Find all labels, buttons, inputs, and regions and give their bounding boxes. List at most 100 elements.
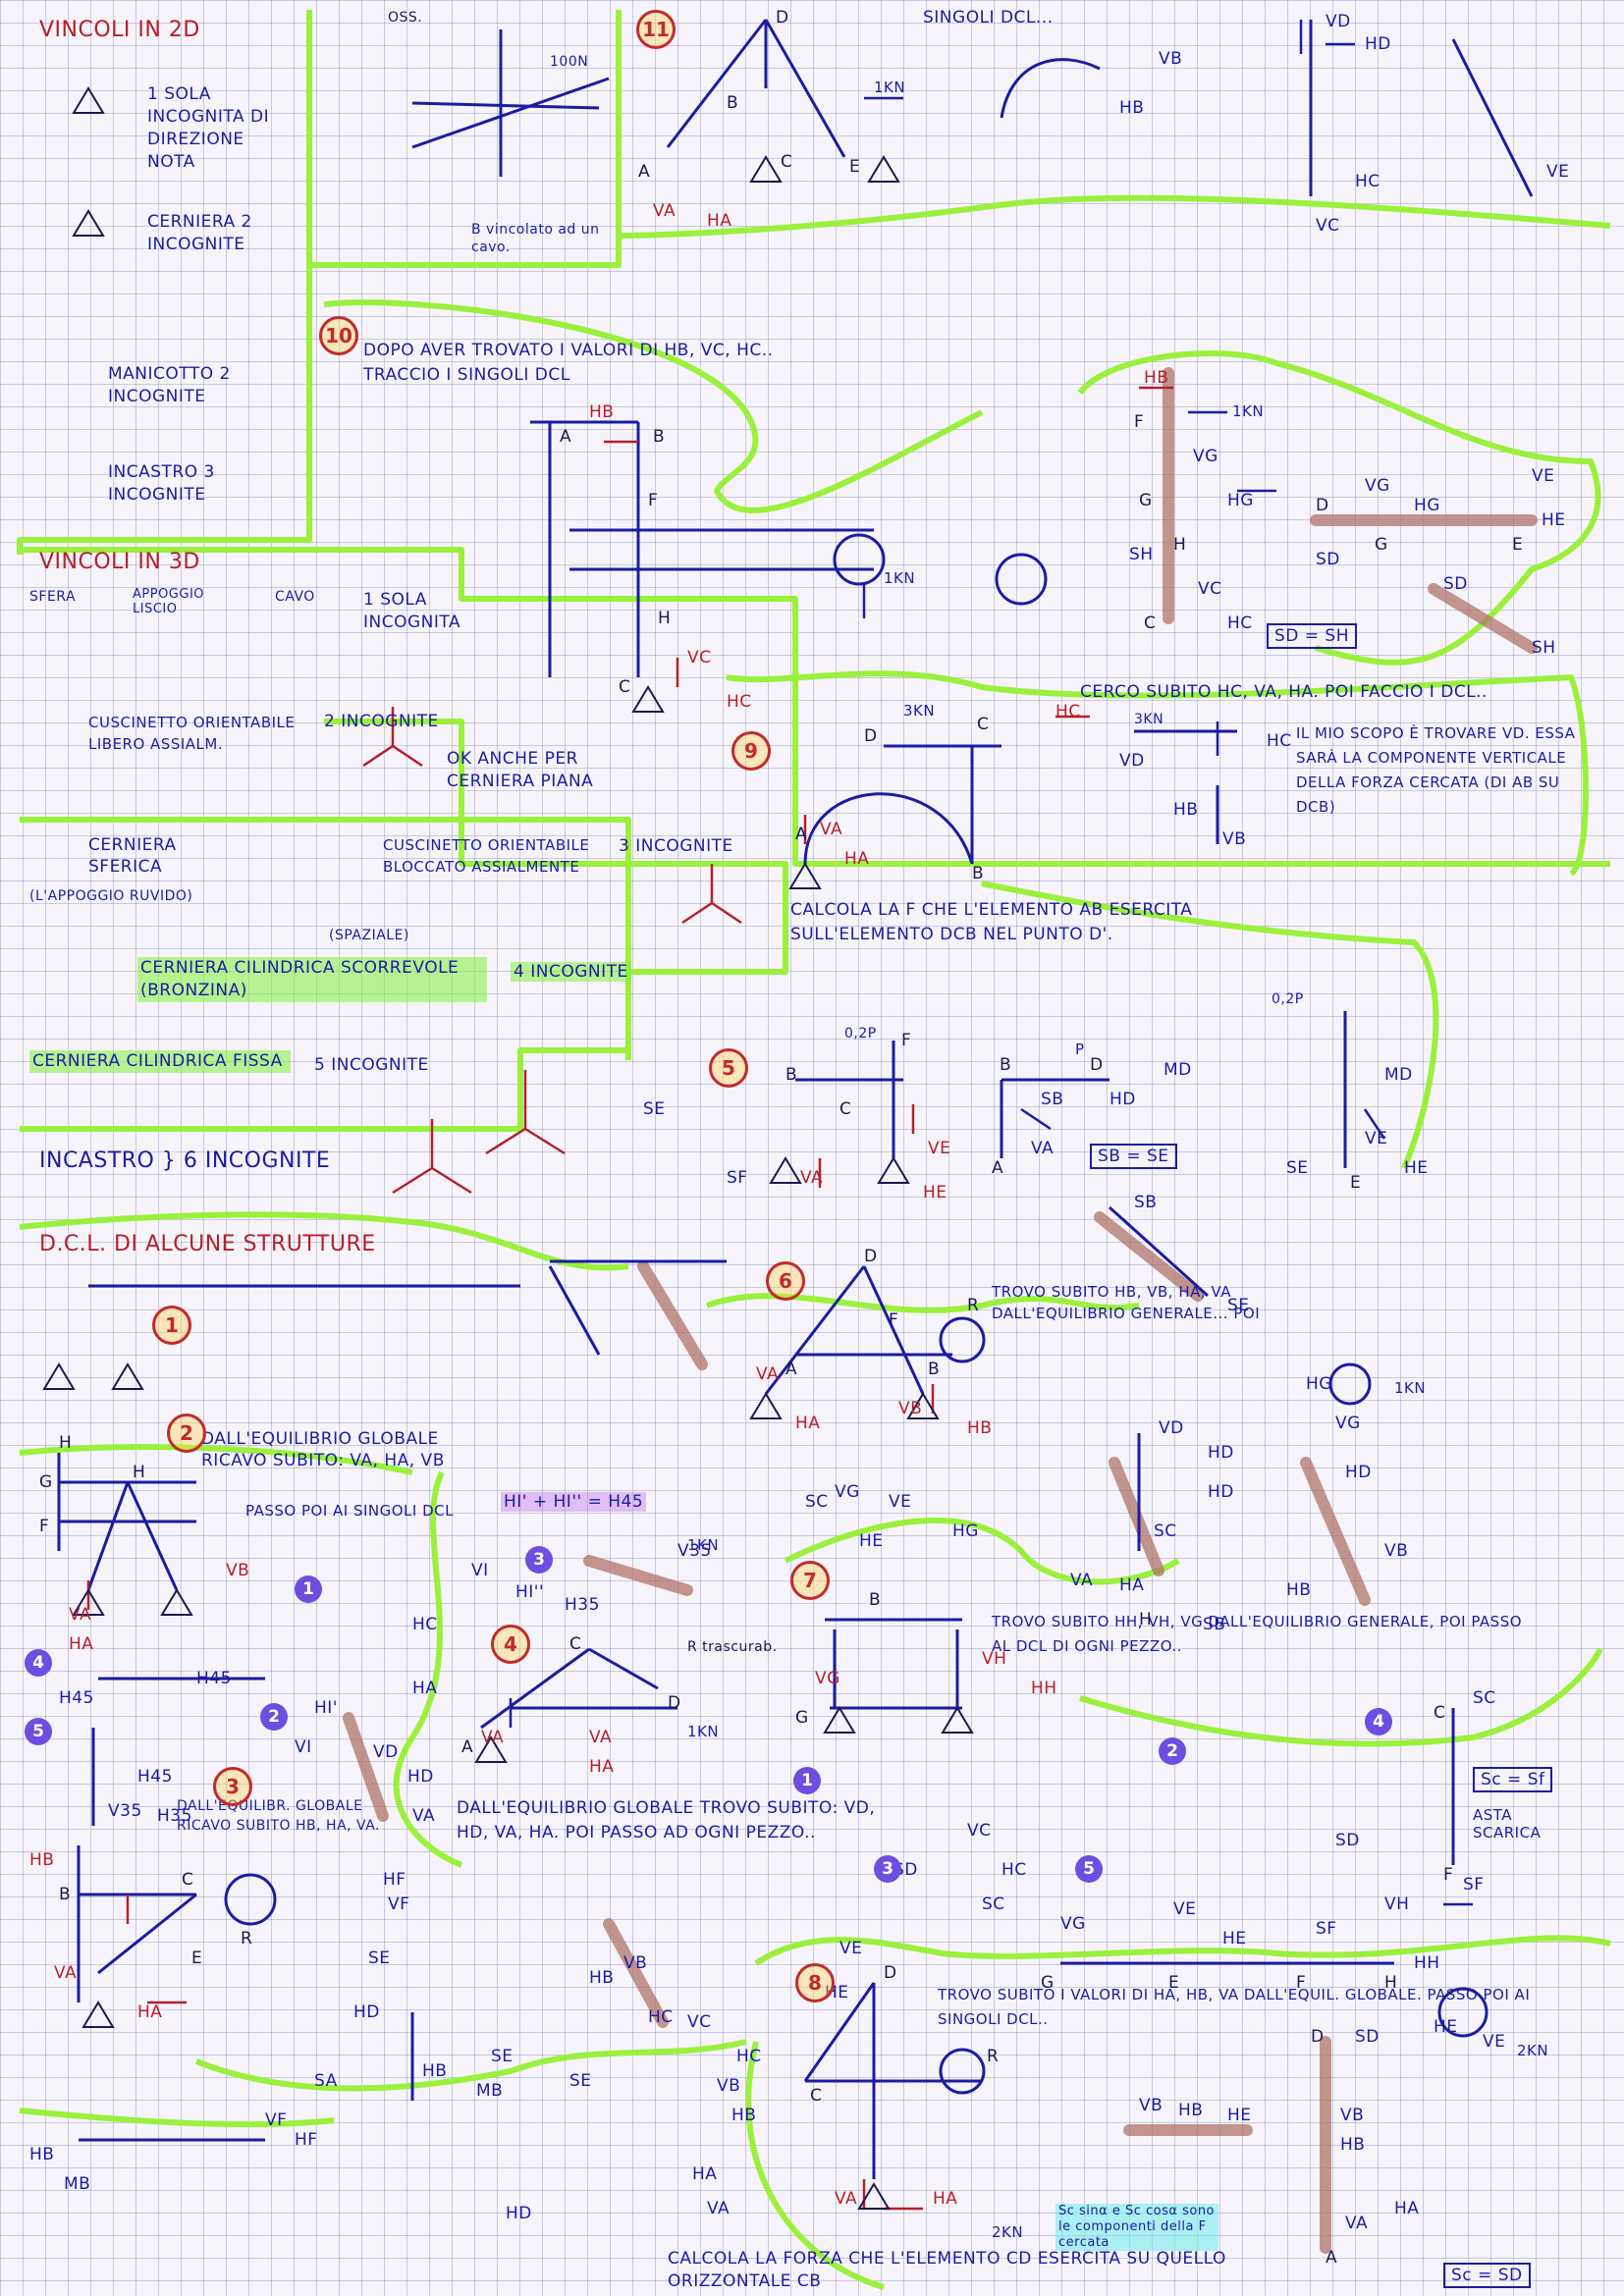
force-label-md-5: MD [1164,1060,1192,1080]
member-badge-5b: 5 [1075,1855,1103,1883]
force-label-hb-10: HB [589,402,615,422]
force-label-va-11: VA [653,201,677,221]
force-label-sf-5d: SF [727,1168,748,1188]
force-label-v35-2c: V35 [108,1801,142,1821]
force-label-ha-3f: HA [692,2164,718,2184]
force-label-ve-7b: VE [1173,1899,1197,1919]
load-1kn-10: 1KN [1232,402,1265,420]
force-label-hc-10: HC [727,692,752,712]
point-label-d-9: D [864,726,878,746]
exercise-badge-10: 10 [319,316,358,355]
point-label-g-10b: G [1139,491,1153,510]
section-title-vincoli-2d: VINCOLI IN 2D [39,18,200,42]
force-label-vg-6: VG [1335,1414,1361,1433]
force-label-vb-3f: VB [717,2076,741,2096]
exercise-badge-8: 8 [795,1963,835,2002]
load-1kn-10b: 1KN [884,569,916,587]
load-1kn-6: 1KN [1394,1379,1427,1397]
load-2kn-8b: 2KN [1517,2042,1549,2059]
force-label-h45-2c: H45 [137,1767,173,1787]
point-label-c-8: C [810,2086,823,2106]
section-title-vincoli-3d: VINCOLI IN 3D [39,550,200,574]
ink-structures [57,19,1534,2179]
point-label-r-3: R [241,1929,253,1949]
load-2kn-8: 2KN [992,2223,1024,2241]
scopo-note: IL MIO SCOPO È TROVARE VD. ESSA SARÀ LA … [1296,724,1576,816]
force-label-hd-6: HD [1208,1443,1234,1463]
incastro-6-label: INCASTRO } 6 INCOGNITE [39,1148,331,1173]
force-label-vi-2b: VI [295,1737,312,1757]
point-label-b-7: B [869,1590,882,1610]
point-label-c-9: C [977,715,990,734]
cerco-subito-note: CERCO SUBITO HC, VA, HA. POI FACCIO I DC… [1080,682,1488,702]
point-label-d-6: D [864,1247,878,1266]
sfera-label: SFERA [29,589,77,605]
force-label-va-9: VA [820,820,843,839]
appoggio-ruvido-label: (L'APPOGGIO RUVIDO) [29,888,193,904]
force-label-hb-9: HB [1173,800,1199,820]
point-label-e-10: E [1512,535,1524,555]
carrello-description: 1 SOLA INCOGNITA DI DIREZIONE NOTA [147,84,270,172]
force-label-va-8b: VA [1345,2214,1369,2233]
force-label-hd-3: HD [353,2002,380,2022]
cerniera-cilindrica-fissa-label: CERNIERA CILINDRICA FISSA [29,1050,291,1073]
point-label-e-5c: E [1350,1173,1362,1193]
trovo-subito-8-note: TROVO SUBITO I VALORI DI HA, HB, VA DALL… [938,1986,1531,2028]
point-label-e-3: E [191,1949,203,1968]
force-label-ve-6c: VE [889,1492,912,1512]
point-label-r-6: R [967,1296,980,1315]
force-label-ha-11: HA [707,211,732,231]
point-label-b-5: B [785,1065,798,1085]
force-label-he-8c: HE [1434,2017,1458,2037]
force-label-va-3: VA [54,1963,78,1983]
force-label-se-3d: SE [491,2047,514,2066]
force-label-ha-9: HA [844,849,870,869]
force-label-va-6: VA [756,1364,780,1384]
force-label-h35-2: H35 [565,1595,600,1615]
force-label-hb-3c: HB [29,2145,55,2164]
point-label-c-10b: C [1144,614,1157,633]
force-label-va-2b: VA [412,1806,436,1826]
three-unknowns-label: 3 INCOGNITE [619,836,733,856]
one-unknown-label: 1 SOLA INCOGNITA [363,590,461,632]
force-label-vg-7: VG [815,1669,840,1688]
point-label-f-5: F [901,1031,912,1050]
point-label-b-10: B [653,427,666,447]
force-label-vd-9: VD [1119,751,1145,771]
member-badge-5: 5 [25,1718,52,1745]
member-badge-4: 4 [25,1649,52,1677]
equilibrio-globale-4-note: DALL'EQUILIBRIO GLOBALE TROVO SUBITO: VD… [457,1798,876,1842]
load-100n: 100N [550,54,589,70]
force-label-sf-7c: SF [1463,1875,1485,1895]
point-label-a-5b: A [992,1158,1004,1178]
equilibrio-globale-2-note: DALL'EQUILIBRIO GLOBALE RICAVO SUBITO: V… [201,1429,445,1470]
calcola-cd-note: CALCOLA LA FORZA CHE L'ELEMENTO CD ESERC… [668,2249,1226,2291]
point-label-g-2: G [39,1472,53,1492]
point-label-b-11: B [727,93,739,113]
force-label-vd-11: VD [1326,12,1351,31]
force-label-sa-3: SA [314,2071,338,2091]
force-label-hb-8b: HB [1340,2135,1366,2155]
force-label-se-5d: SE [643,1099,666,1119]
force-label-vb-8: VB [1139,2096,1164,2115]
force-label-hc-3d: HC [648,2007,674,2027]
force-label-vg-7b: VG [1060,1914,1086,1934]
force-label-hb-10b: HB [1144,368,1169,388]
force-label-h45-2b: H45 [59,1688,94,1708]
appoggio-label: APPOGGIO LISCIO [133,587,205,616]
force-label-vc-3f: VC [687,2012,712,2032]
force-label-he-8: HE [1227,2106,1252,2125]
force-label-hd-5: HD [1110,1090,1136,1109]
load-1kn-2: 1KN [687,1536,720,1554]
cerniera-description: CERNIERA 2 INCOGNITE [147,212,252,254]
force-label-hc-11: HC [1355,172,1380,191]
force-label-vb-2: VB [226,1561,250,1580]
force-label-hg-6: HG [1306,1374,1332,1394]
force-label-sb-5: SB [1041,1090,1064,1109]
equilibrio-globale-3-note: DALL'EQUILIBR. GLOBALE RICAVO SUBITO HB,… [177,1798,381,1834]
force-label-hf-3: HF [383,1870,406,1890]
force-label-hg-10: HG [1227,491,1254,510]
equality-sb-se: SB = SE [1090,1144,1177,1169]
point-label-b-6: B [928,1360,941,1379]
force-label-hg-10c: HG [1414,496,1440,515]
